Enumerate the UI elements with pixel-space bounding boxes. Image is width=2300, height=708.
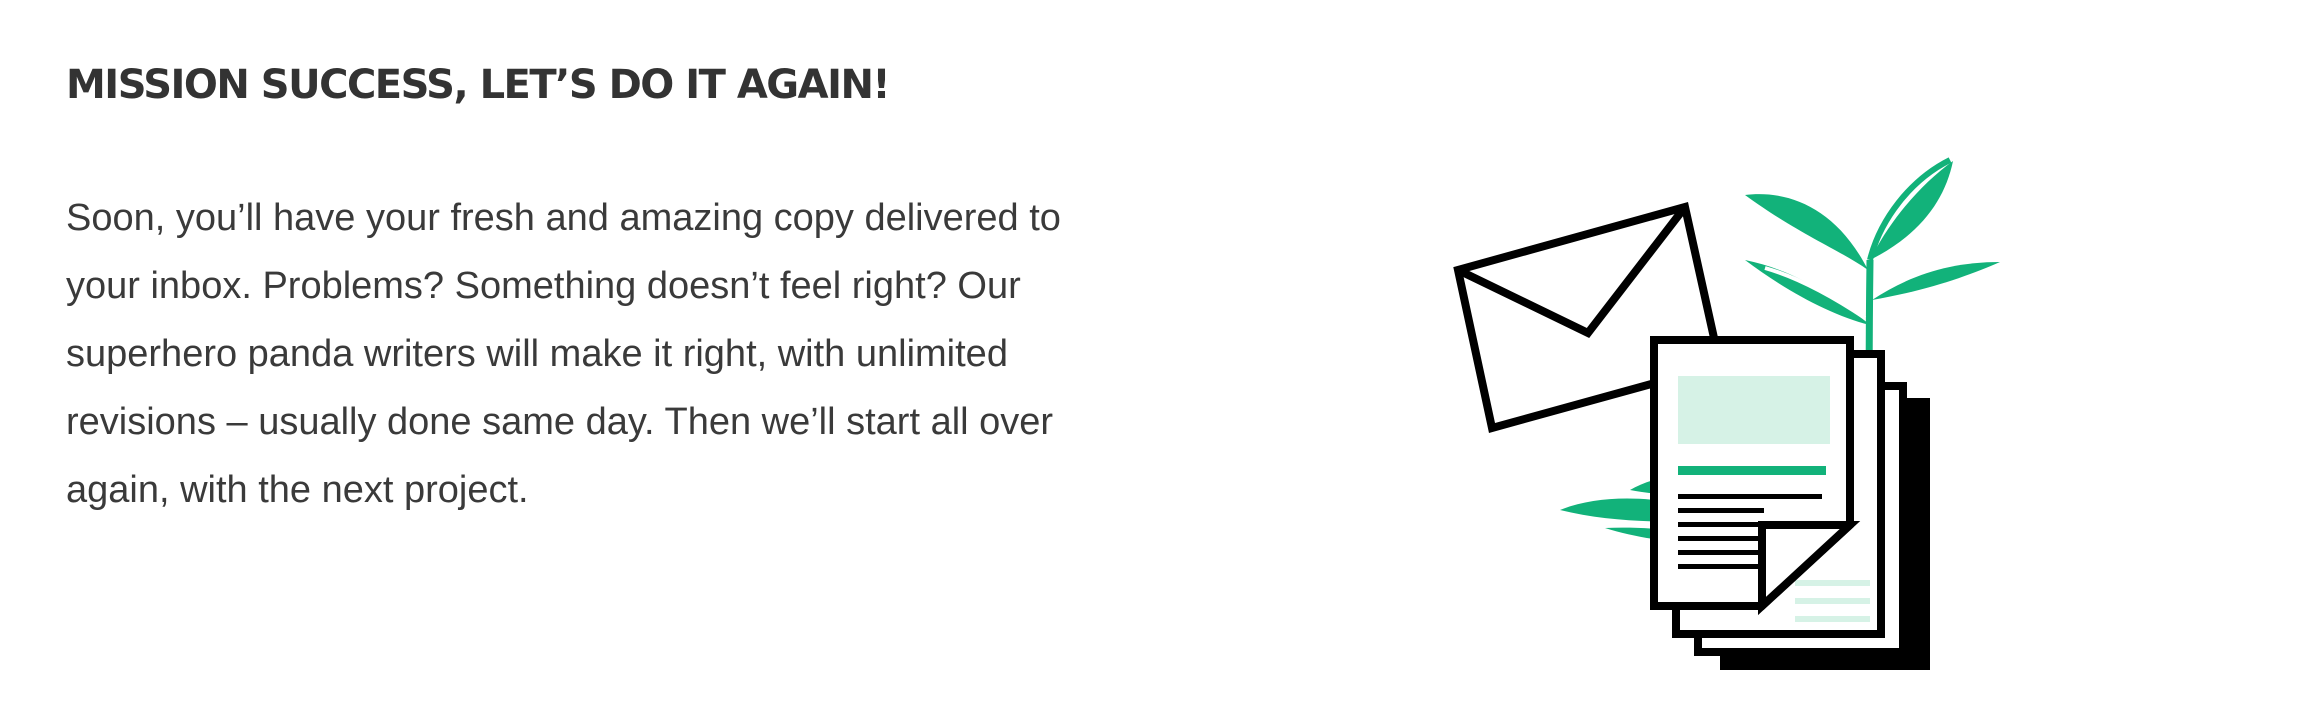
section-body-text: Soon, you’ll have your fresh and amazing… <box>66 197 1061 511</box>
section-heading: MISSION SUCCESS, LET’S DO IT AGAIN! <box>66 62 891 108</box>
document-stack-icon <box>1650 336 1930 670</box>
illustration <box>1440 150 2020 690</box>
